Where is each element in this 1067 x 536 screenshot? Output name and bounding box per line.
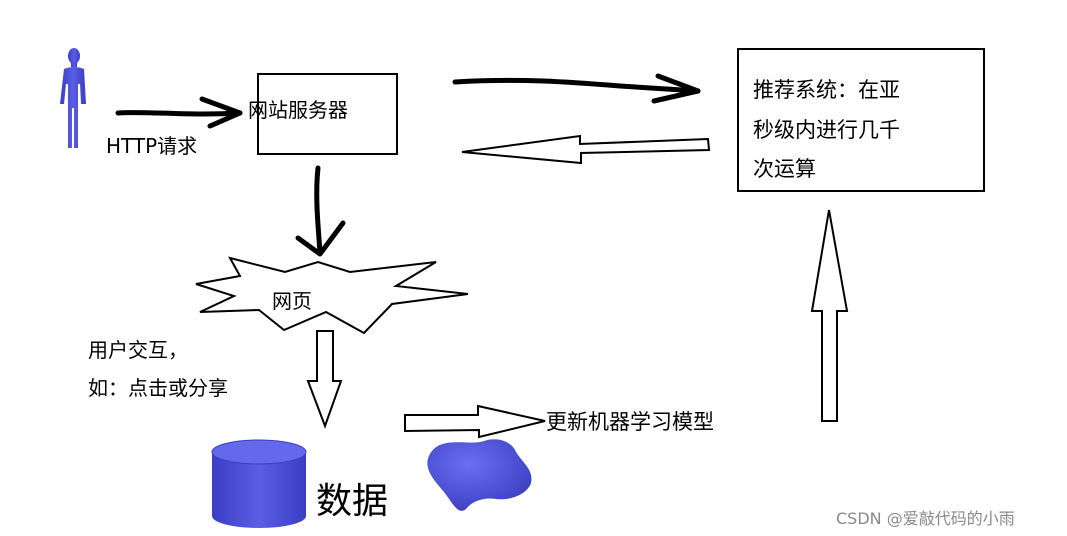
web-server-box <box>257 73 398 155</box>
recommender-label-line-1: 推荐系统：在亚 <box>753 78 900 102</box>
model-to-recommender-arrow <box>810 209 849 422</box>
recommender-to-server-arrow <box>461 134 711 165</box>
server-to-recommender-arrow <box>452 73 701 104</box>
data-to-model-arrow <box>404 404 546 439</box>
web-server-label: 网站服务器 <box>248 98 348 122</box>
webpage-starburst <box>195 256 469 335</box>
update-model-label: 更新机器学习模型 <box>546 410 714 434</box>
http-request-label: HTTP请求 <box>106 134 198 158</box>
http-request-arrow <box>115 96 243 129</box>
webpage-to-data-arrow <box>306 330 343 429</box>
webpage-label: 网页 <box>272 289 312 313</box>
interaction-label-line-2: 如：点击或分享 <box>88 376 228 400</box>
database-cylinder-icon <box>211 439 307 528</box>
person-icon <box>60 48 86 148</box>
recommender-label-line-3: 次运算 <box>753 157 816 181</box>
recommender-box <box>737 48 985 192</box>
interaction-label-line-1: 用户交互， <box>88 338 188 362</box>
server-to-webpage-arrow <box>295 165 346 257</box>
blob-shape-icon <box>427 439 532 511</box>
watermark: CSDN @爱敲代码的小雨 <box>836 509 1015 528</box>
recommender-label-line-2: 秒级内进行几千 <box>753 118 900 142</box>
data-label: 数据 <box>316 481 389 522</box>
